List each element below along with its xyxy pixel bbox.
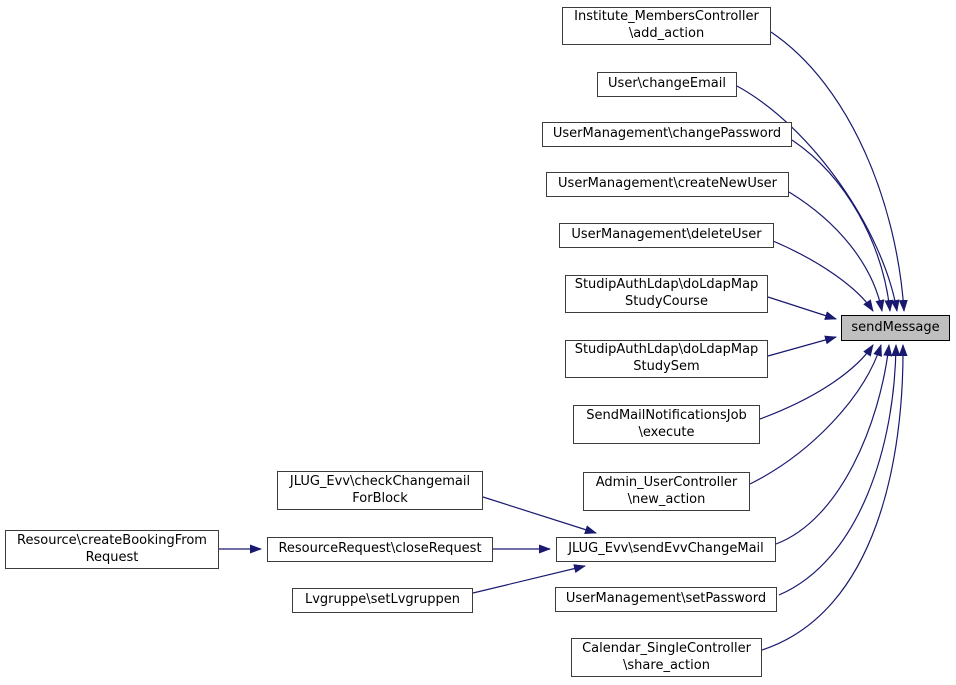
node-usermanagement-changepassword[interactable]: UserManagement\changePassword [542,122,792,147]
edge-changepassword-to-sendmessage [791,139,894,312]
edge-doldapmapstudysem-to-sendmessage [767,335,837,357]
edge-admin-new-action-to-sendmessage [749,344,882,485]
edge-createnewuser-to-sendmessage [788,191,885,312]
edge-institute-add-action-to-sendmessage [770,31,908,312]
edge-sendevvchangemail-to-sendmessage [775,344,893,545]
node-studipauthldap-doldapmapstudysem[interactable]: StudipAuthLdap\doLdapMap StudySem [565,340,768,378]
edge-setlvgruppen-to-sendevvchangemail [472,564,586,594]
node-user-changeemail[interactable]: User\changeEmail [597,72,737,97]
edge-sendmailnotificationsjob-execute-to-sendmessage [759,344,874,420]
node-jlug-evv-sendevvchangemail[interactable]: JLUG_Evv\sendEvvChangeMail [556,537,776,562]
node-sendmessage: sendMessage [841,315,950,341]
edge-share-action-to-sendmessage [761,344,908,651]
node-institute-memberscontroller-add-action[interactable]: Institute_MembersController \add_action [562,7,771,45]
edge-deleteuser-to-sendmessage [772,240,874,312]
node-usermanagement-deleteuser[interactable]: UserManagement\deleteUser [559,223,774,248]
node-sendmailnotificationsjob-execute[interactable]: SendMailNotificationsJob \execute [573,405,760,444]
node-studipauthldap-doldapmapstudycourse[interactable]: StudipAuthLdap\doLdapMap StudyCourse [565,275,768,313]
node-usermanagement-createnewuser[interactable]: UserManagement\createNewUser [546,172,789,197]
node-admin-usercontroller-new-action[interactable]: Admin_UserController \new_action [583,472,750,511]
node-calendar-singlecontroller-share-action[interactable]: Calendar_SingleController \share_action [571,638,762,677]
node-jlug-evv-checkchangemailforblock[interactable]: JLUG_Evv\checkChangemail ForBlock [277,471,483,510]
edge-setpassword-to-sendmessage [778,344,901,596]
node-resource-createbookingfromrequest[interactable]: Resource\createBookingFrom Request [5,530,219,569]
node-usermanagement-setpassword[interactable]: UserManagement\setPassword [555,587,777,612]
node-resourcerequest-closerequest[interactable]: ResourceRequest\closeRequest [267,537,493,562]
edge-doldapmapstudycourse-to-sendmessage [767,296,837,320]
node-lvgruppe-setlvgruppen[interactable]: Lvgruppe\setLvgruppen [292,588,473,613]
edge-checkchangemailforblock-to-sendevvchangemail [482,496,597,534]
edge-user-changeemail-to-sendmessage [736,85,900,312]
